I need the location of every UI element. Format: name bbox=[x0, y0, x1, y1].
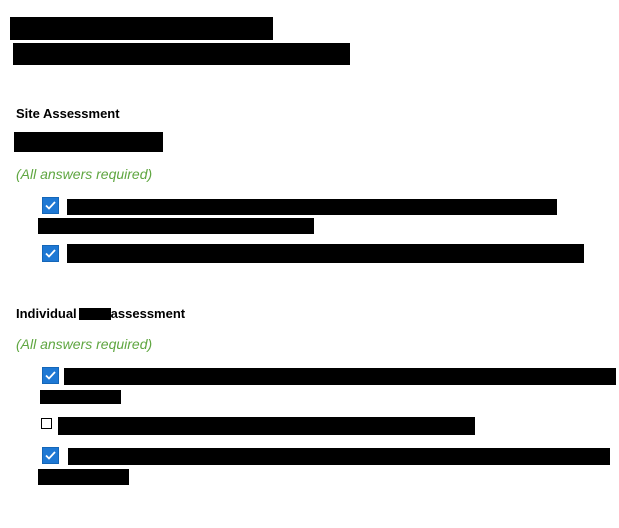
checkmark-icon bbox=[45, 201, 56, 210]
site-assessment-heading: Site Assessment bbox=[16, 106, 120, 121]
site-assessment-checkbox-1[interactable] bbox=[42, 197, 59, 214]
individual-assessment-heading-suffix: assessment bbox=[110, 306, 186, 321]
individual-assessment-checkbox-3[interactable] bbox=[42, 447, 59, 464]
site-assessment-question-2-redacted bbox=[67, 244, 584, 263]
individual-assessment-checkbox-1[interactable] bbox=[42, 367, 59, 384]
document-subtitle-redacted bbox=[13, 43, 350, 65]
site-assessment-question-1-redacted bbox=[67, 199, 557, 215]
individual-assessment-question-1-line2-redacted bbox=[40, 390, 121, 404]
site-assessment-subheading-redacted bbox=[14, 132, 163, 152]
checkmark-icon bbox=[45, 451, 56, 460]
heading-word-redacted bbox=[78, 308, 111, 320]
individual-assessment-question-1-redacted bbox=[64, 368, 616, 385]
checkmark-icon bbox=[45, 371, 56, 380]
individual-assessment-required-note: (All answers required) bbox=[16, 336, 153, 352]
individual-assessment-question-3-redacted bbox=[68, 448, 610, 465]
individual-assessment-question-3-line2-redacted bbox=[38, 469, 129, 485]
individual-assessment-question-2-redacted bbox=[58, 417, 475, 435]
individual-assessment-checkbox-2[interactable] bbox=[41, 418, 52, 429]
checkmark-icon bbox=[45, 249, 56, 258]
document-title-redacted bbox=[10, 17, 273, 40]
individual-assessment-heading-prefix: Individual bbox=[16, 306, 77, 321]
site-assessment-required-note: (All answers required) bbox=[16, 166, 153, 182]
site-assessment-question-1-line2-redacted bbox=[38, 218, 314, 234]
site-assessment-checkbox-2[interactable] bbox=[42, 245, 59, 262]
individual-assessment-heading: Individual assessment bbox=[16, 306, 185, 322]
